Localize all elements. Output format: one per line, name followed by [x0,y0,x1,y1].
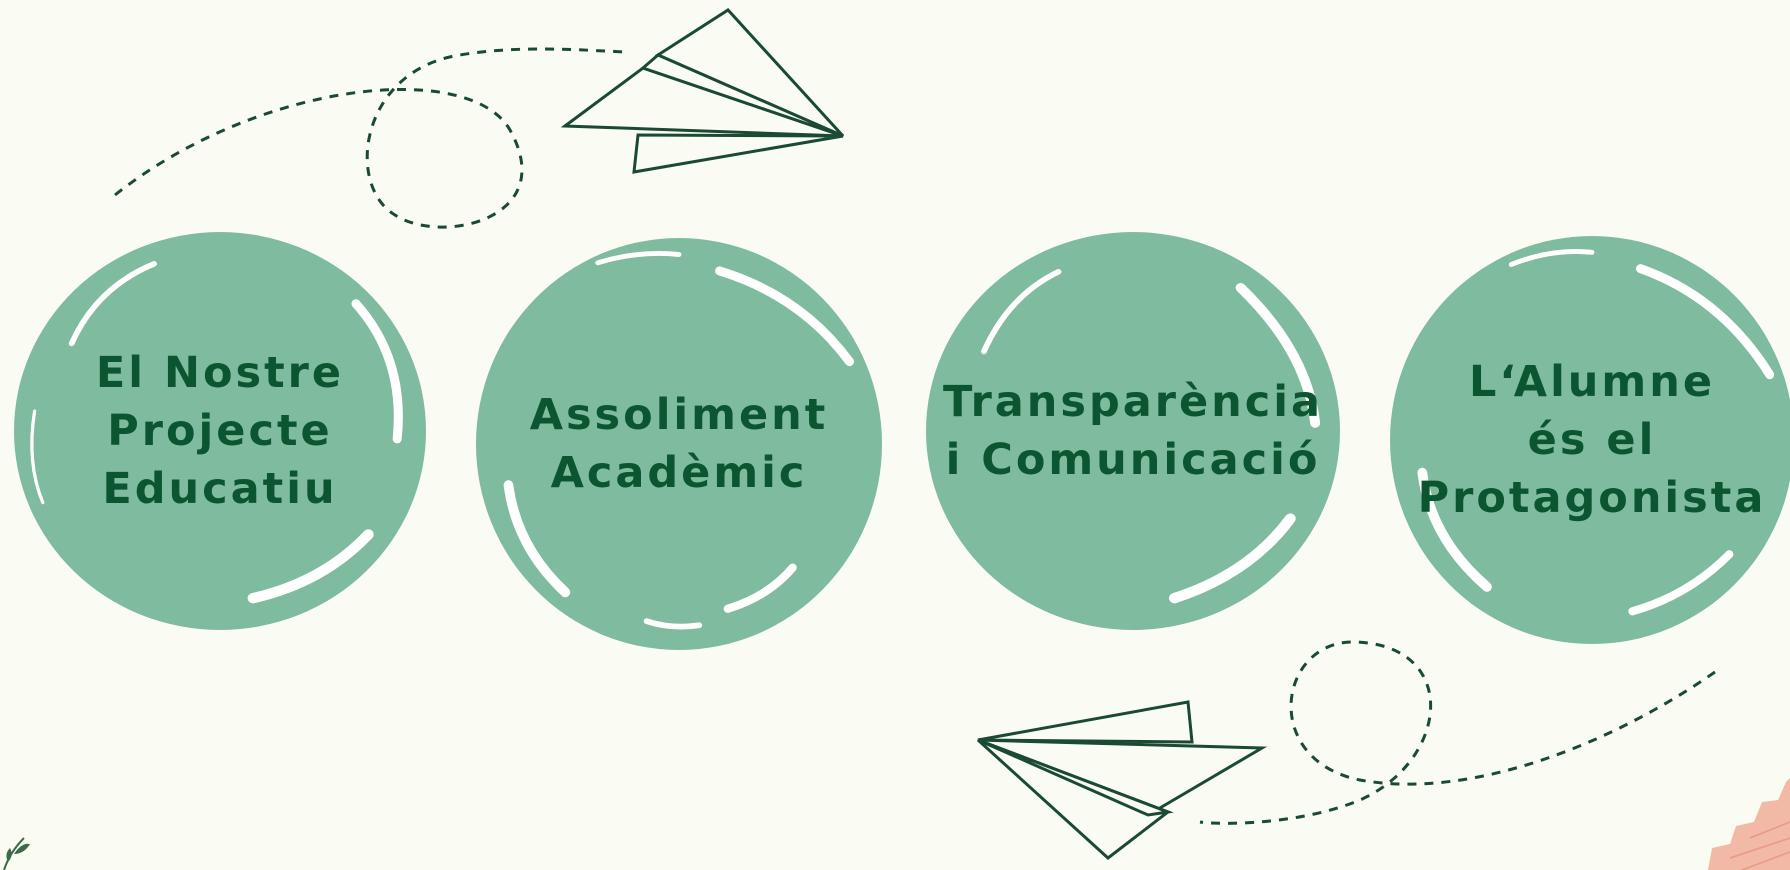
top-flight-trail [114,47,626,229]
bubble-el-nostre-projecte-educatiu: El Nostre Projecte Educatiu [14,232,426,630]
bubble-lalumne-es-el-protagonista: L‘Alumne és el Protagonista [1390,236,1790,644]
paper-scrap-icon [1708,778,1790,870]
bubble-transparencia-i-comunicacio: Transparència i Comunicació [926,232,1340,630]
bubble-highlight [30,261,403,604]
paper-plane-icon [976,700,1268,860]
bubble-assoliment-academic: Assoliment Acadèmic [476,238,882,650]
bubble-highlight [1417,249,1775,616]
bottom-flight-trail [1199,640,1716,825]
bubble-highlight [981,269,1321,604]
paper-plane-icon [560,8,845,174]
bubble-highlight [503,251,854,630]
bubble-label: L‘Alumne és el Protagonista [1417,357,1767,523]
bubble-label: El Nostre Projecte Educatiu [95,348,345,514]
bubble-label: Assoliment Acadèmic [529,390,829,498]
bubble-label: Transparència i Comunicació [942,377,1324,485]
leaf-icon [3,837,30,870]
